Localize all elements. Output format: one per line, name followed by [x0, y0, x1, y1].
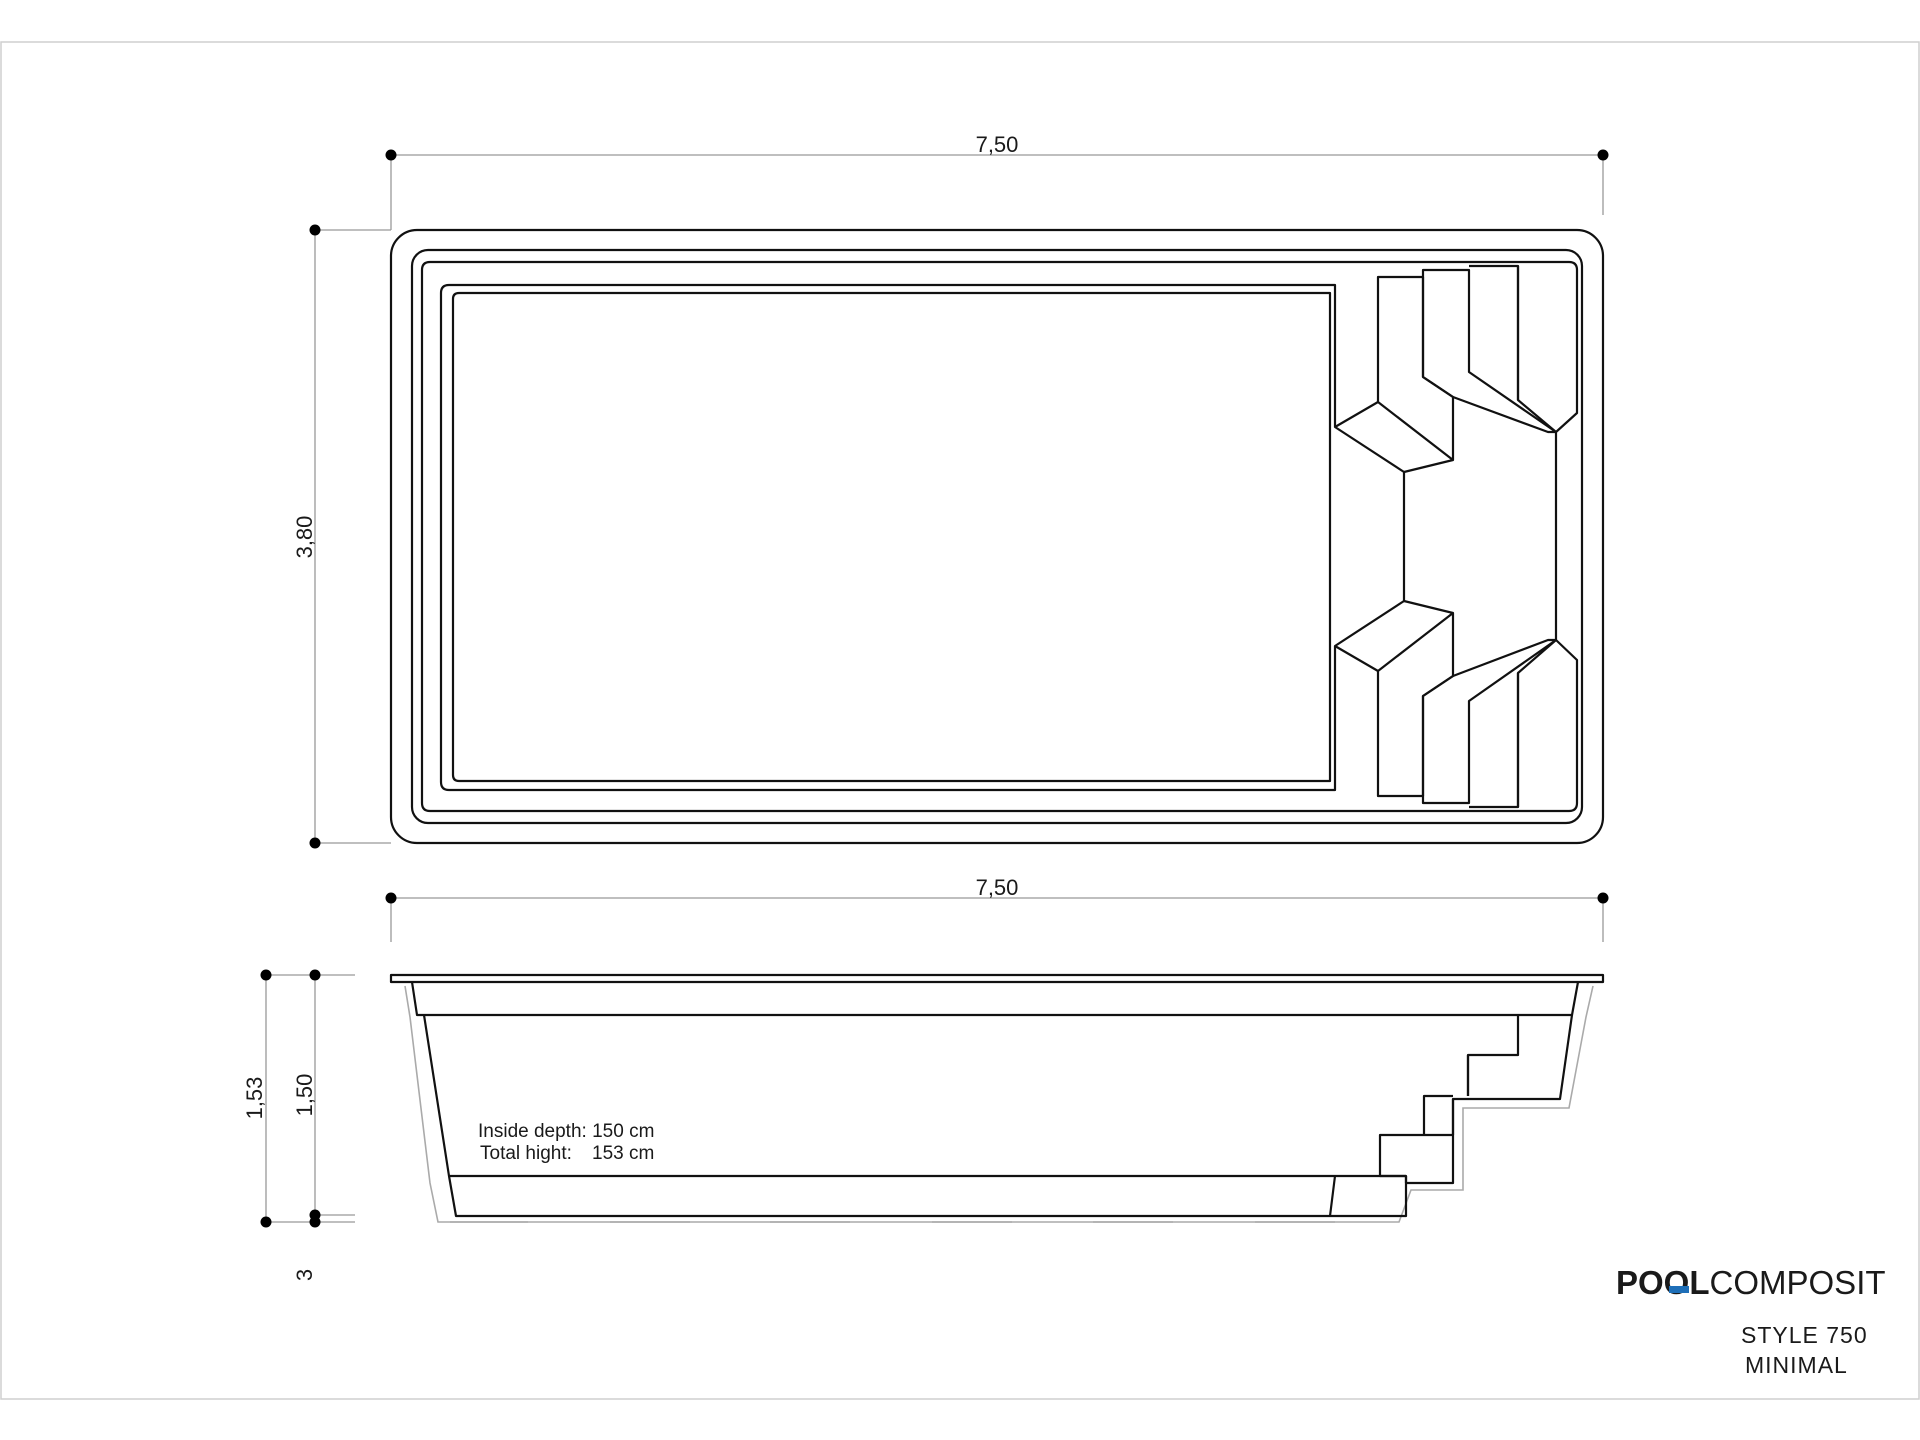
- depth-notes: Inside depth: 150 cm Total hight: 153 cm: [478, 1121, 654, 1164]
- section-basin: [422, 1014, 1574, 1185]
- section-view: [389, 973, 1605, 1223]
- inside-depth-label: 1,50: [292, 1074, 317, 1117]
- brand-block: POOLCOMPOSIT STYLE 750 MINIMAL: [1616, 1264, 1886, 1378]
- plan-floor-outline: [439, 283, 1406, 792]
- section-steps-back: [1451, 1055, 1470, 1135]
- plan-view: [389, 228, 1605, 845]
- section-shell-outline: [410, 981, 1580, 1017]
- section-floor-join: [1328, 1175, 1337, 1217]
- brand-logo: POOLCOMPOSIT: [1616, 1264, 1886, 1301]
- plan-width-label: 3,80: [292, 516, 317, 559]
- plan-step-2-bottom: [1421, 638, 1558, 805]
- dimension-dot: [309, 837, 321, 849]
- plan-floor-step-edge: [1334, 401, 1454, 672]
- total-height-note-value: 153 cm: [592, 1143, 654, 1164]
- section-floor-slab: [447, 1175, 1408, 1218]
- plan-step-1-bottom: [1376, 611, 1455, 798]
- brand-name-bold: POOL: [1616, 1264, 1710, 1301]
- plan-width-dimension: 3,80: [292, 224, 391, 849]
- dimension-dot: [385, 892, 397, 904]
- brand-name-light: COMPOSIT: [1710, 1264, 1886, 1301]
- section-total-height-dimension: 1,53: [242, 969, 355, 1228]
- dimension-dot: [309, 224, 321, 236]
- model-variant: MINIMAL: [1745, 1352, 1848, 1378]
- section-shell-offset: [404, 985, 1594, 1223]
- section-steps: [1378, 1015, 1520, 1178]
- section-inside-depth-dimension: 1,50 3: [292, 969, 355, 1281]
- plan-length-dimension: 7,50: [385, 132, 1609, 230]
- dimension-dot: [309, 1216, 321, 1228]
- plan-shelf-outline: [420, 260, 1579, 813]
- plan-step-2-top: [1421, 268, 1558, 434]
- dimension-dot: [1597, 892, 1609, 904]
- plan-step-1-top: [1376, 275, 1455, 462]
- inside-depth-note: Inside depth: 150 cm: [478, 1121, 654, 1142]
- plan-rim-inner: [410, 248, 1584, 825]
- dimension-dot: [309, 969, 321, 981]
- section-rim-flange: [389, 973, 1605, 984]
- dimension-dot: [1597, 149, 1609, 161]
- dimension-dot: [260, 1216, 272, 1228]
- plan-length-label: 7,50: [976, 132, 1019, 157]
- total-height-label: 1,53: [242, 1077, 267, 1120]
- model-name: STYLE 750: [1741, 1322, 1868, 1348]
- page-frame: [0, 41, 1920, 1400]
- plan-outer-rim: [389, 228, 1605, 845]
- section-length-dimension: 7,50: [385, 875, 1609, 942]
- dimension-dot: [260, 969, 272, 981]
- plan-floor-inner: [451, 291, 1332, 783]
- total-height-note-label: Total hight:: [480, 1143, 572, 1164]
- dimension-dot: [385, 149, 397, 161]
- section-length-label: 7,50: [976, 875, 1019, 900]
- wall-offset-label: 3: [292, 1269, 317, 1281]
- logo-water-accent: [1669, 1286, 1689, 1293]
